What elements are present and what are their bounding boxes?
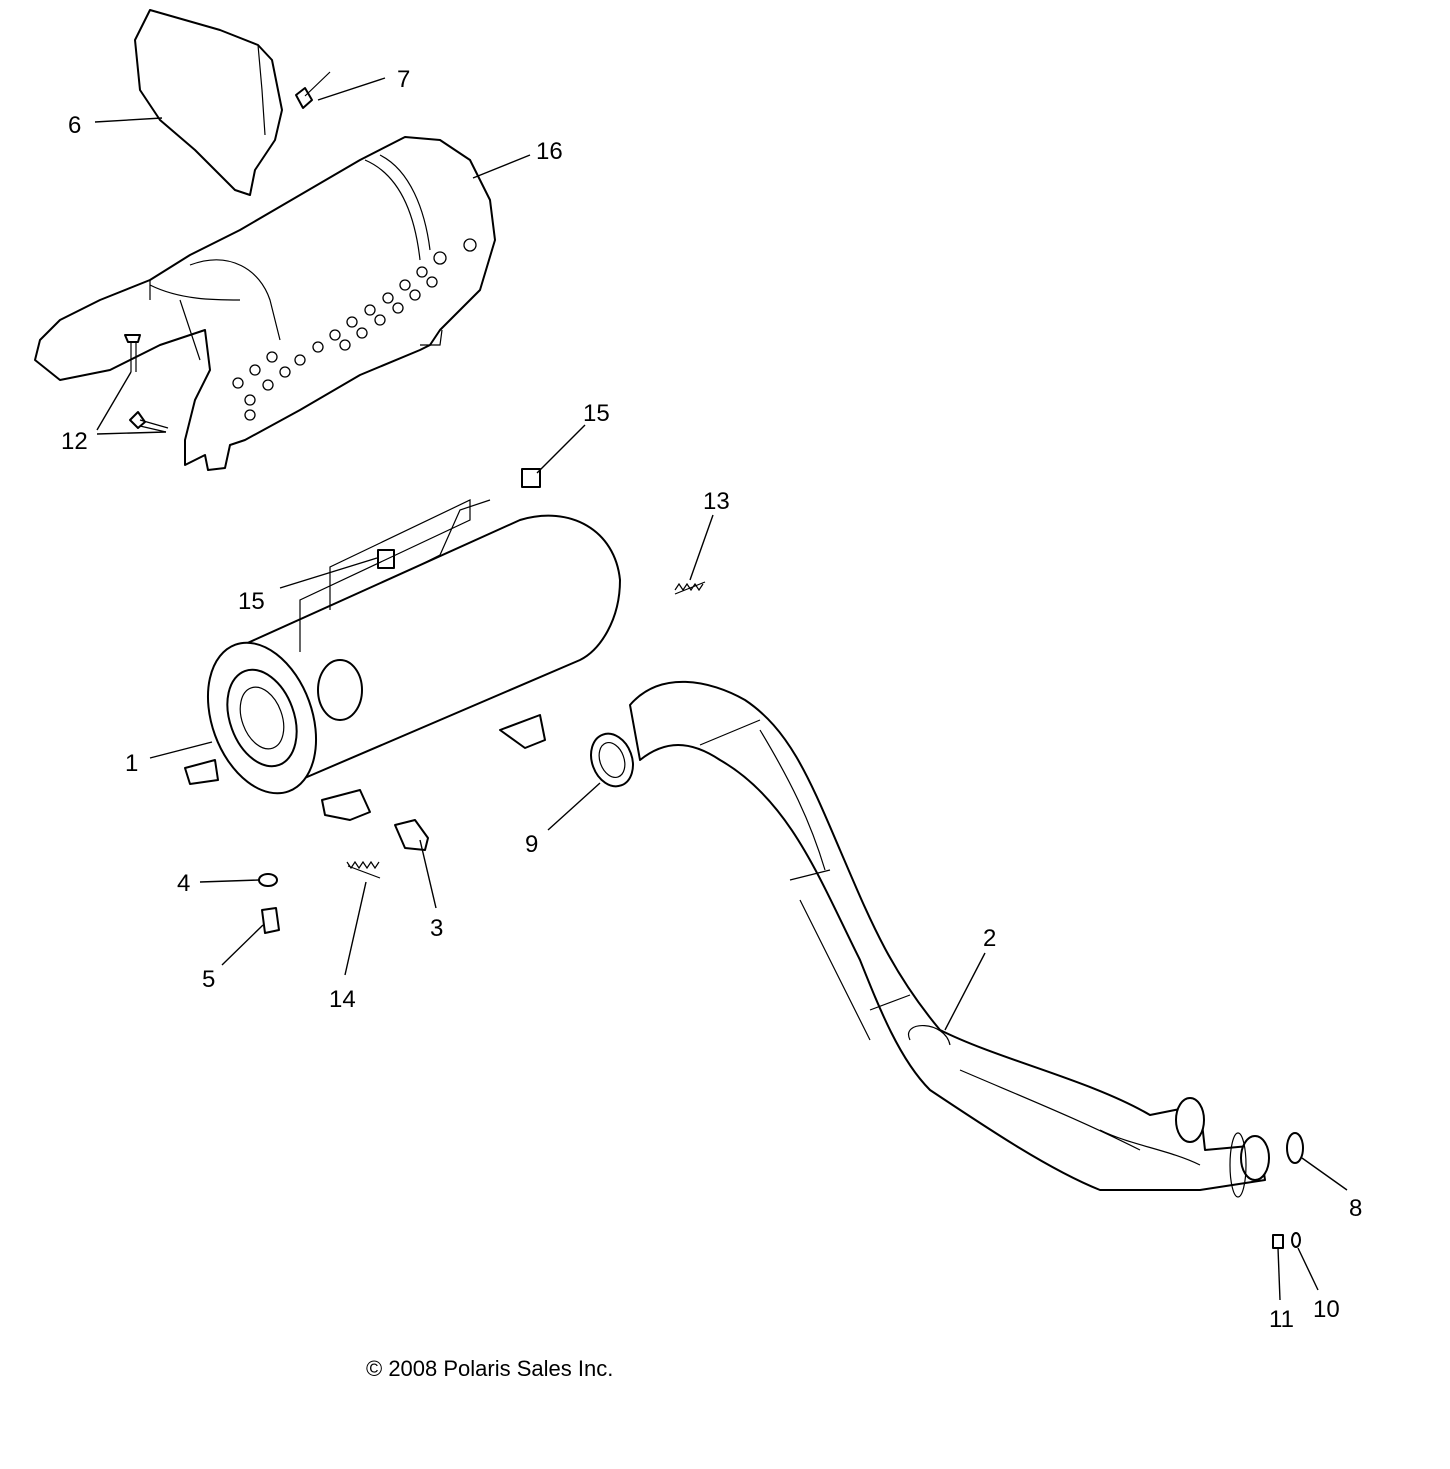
part-2-head-pipe bbox=[629, 680, 1270, 1198]
callout-8: 8 bbox=[1349, 1195, 1362, 1222]
callout-6: 6 bbox=[68, 112, 81, 139]
part-10-washer bbox=[1291, 1232, 1301, 1248]
part-11-nut bbox=[1272, 1234, 1284, 1249]
shield-holes bbox=[232, 238, 477, 421]
part-4-washer bbox=[258, 873, 278, 887]
part-9-gasket bbox=[590, 732, 634, 788]
callout-15-upper: 15 bbox=[583, 400, 610, 427]
part-14-spring bbox=[346, 860, 381, 879]
part-15-clip-upper bbox=[521, 468, 541, 488]
part-16-heat-shield bbox=[34, 136, 496, 471]
part-7-rivet bbox=[295, 71, 331, 109]
callout-9: 9 bbox=[525, 831, 538, 858]
part-3-plug bbox=[394, 819, 429, 851]
callout-3: 3 bbox=[430, 915, 443, 942]
part-13-spring bbox=[674, 581, 706, 595]
part-5-bolt bbox=[261, 907, 280, 934]
leader-lines bbox=[94, 77, 1348, 1301]
part-6-deflector bbox=[134, 9, 283, 196]
callout-11: 11 bbox=[1269, 1306, 1294, 1333]
callout-13: 13 bbox=[703, 488, 730, 515]
callout-2: 2 bbox=[983, 925, 996, 952]
callout-15-lower: 15 bbox=[238, 588, 265, 615]
callout-7: 7 bbox=[397, 66, 410, 93]
callout-5: 5 bbox=[202, 966, 215, 993]
callout-1: 1 bbox=[125, 750, 138, 777]
callout-labels: 1 2 3 4 5 6 7 8 9 10 11 12 13 14 15 15 1… bbox=[61, 66, 1362, 1333]
callout-16: 16 bbox=[536, 138, 563, 165]
callout-12: 12 bbox=[61, 428, 88, 455]
callout-10: 10 bbox=[1313, 1296, 1340, 1323]
part-1-muffler bbox=[184, 499, 621, 821]
part-8-gasket bbox=[1286, 1132, 1304, 1164]
copyright-notice: © 2008 Polaris Sales Inc. bbox=[366, 1356, 613, 1381]
part-12-bolts bbox=[124, 334, 169, 433]
callout-14: 14 bbox=[329, 986, 356, 1013]
callout-4: 4 bbox=[177, 870, 190, 897]
